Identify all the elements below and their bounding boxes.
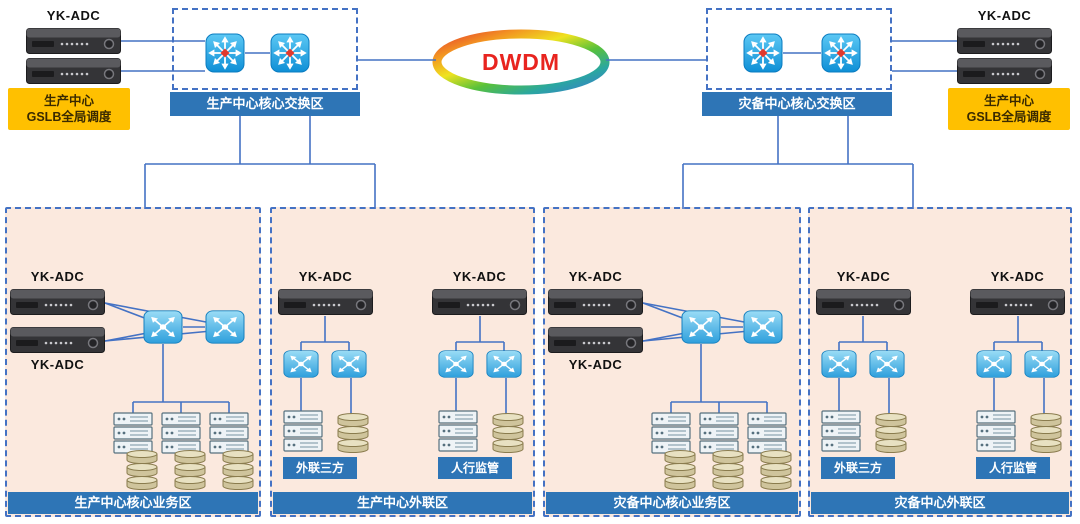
adc-server-icon	[547, 288, 644, 316]
adc-label-top-right: YK-ADC	[977, 8, 1032, 23]
core-switch-icon	[205, 33, 245, 73]
adc-label-top-left: YK-ADC	[46, 8, 101, 23]
server-rack-icon	[747, 412, 787, 454]
core-switch-box-left	[172, 8, 358, 90]
server-rack-icon	[438, 410, 478, 452]
gslb-right-line2: GSLB全局调度	[966, 110, 1052, 124]
switch-icon	[1024, 350, 1060, 378]
zone-dr-external: YK-ADC YK-ADC 外联三方 人行监管 灾备中心外联区	[808, 207, 1072, 517]
switch-icon	[205, 310, 245, 344]
database-stack-icon	[875, 413, 907, 454]
adc-server-icon	[969, 288, 1066, 316]
database-stack-icon	[492, 413, 524, 454]
switch-icon	[681, 310, 721, 344]
dwdm-ring-icon	[432, 29, 610, 95]
adc-server-icon	[431, 288, 528, 316]
adc-label: YK-ADC	[836, 269, 891, 284]
zone-dr-core-business: YK-ADC YK-ADC 灾备中心核心业务区	[543, 207, 801, 517]
switch-icon	[869, 350, 905, 378]
server-rack-icon	[651, 412, 691, 454]
switch-icon	[821, 350, 857, 378]
gslb-right-line1: 生产中心	[983, 94, 1034, 108]
server-rack-icon	[821, 410, 861, 452]
tag-external-third-party: 外联三方	[821, 457, 895, 479]
adc-server-icon	[9, 326, 106, 354]
server-rack-icon	[113, 412, 153, 454]
gslb-left-line2: GSLB全局调度	[26, 110, 112, 124]
zone-bg-dr-core-business	[543, 207, 801, 517]
dwdm-label: DWDM	[481, 49, 561, 75]
switch-icon	[143, 310, 183, 344]
switch-icon	[331, 350, 367, 378]
adc-server-icon	[9, 288, 106, 316]
core-switch-box-right	[706, 8, 892, 90]
server-rack-icon	[161, 412, 201, 454]
core-switch-icon	[743, 33, 783, 73]
database-stack-icon	[337, 413, 369, 454]
switch-icon	[976, 350, 1012, 378]
database-stack-icon	[712, 450, 744, 491]
switch-icon	[486, 350, 522, 378]
database-stack-icon	[174, 450, 206, 491]
switch-icon	[438, 350, 474, 378]
adc-server-icon	[547, 326, 644, 354]
server-rack-icon	[209, 412, 249, 454]
gslb-box-right: 生产中心 GSLB全局调度	[948, 88, 1070, 130]
adc-label: YK-ADC	[990, 269, 1045, 284]
database-stack-icon	[664, 450, 696, 491]
adc-label: YK-ADC	[452, 269, 507, 284]
tag-external-third-party: 外联三方	[283, 457, 357, 479]
database-stack-icon	[126, 450, 158, 491]
zone-title-dr-external: 灾备中心外联区	[811, 492, 1069, 514]
switch-icon	[283, 350, 319, 378]
adc-label: YK-ADC	[568, 269, 623, 284]
zone-prod-core-business: YK-ADC YK-ADC 生产中心核心业务区	[5, 207, 261, 517]
bar-dr-core-switch-area: 灾备中心核心交换区	[702, 92, 892, 116]
adc-label: YK-ADC	[30, 357, 85, 372]
adc-label: YK-ADC	[298, 269, 353, 284]
adc-server-icon	[956, 57, 1053, 85]
tag-pboc-supervision: 人行监管	[438, 457, 512, 479]
adc-server-icon	[815, 288, 912, 316]
server-rack-icon	[699, 412, 739, 454]
adc-server-icon	[25, 57, 122, 85]
adc-server-icon	[277, 288, 374, 316]
adc-server-icon	[25, 27, 122, 55]
server-rack-icon	[283, 410, 323, 452]
database-stack-icon	[222, 450, 254, 491]
adc-label: YK-ADC	[30, 269, 85, 284]
adc-label: YK-ADC	[568, 357, 623, 372]
zone-title-dr-core-business: 灾备中心核心业务区	[546, 492, 798, 514]
zone-title-prod-core-business: 生产中心核心业务区	[8, 492, 258, 514]
database-stack-icon	[760, 450, 792, 491]
zone-prod-external: YK-ADC YK-ADC 外联三方 人行监管 生产中心外联区	[270, 207, 535, 517]
bar-prod-core-switch-area: 生产中心核心交换区	[170, 92, 360, 116]
adc-server-icon	[956, 27, 1053, 55]
database-stack-icon	[1030, 413, 1062, 454]
core-switch-icon	[270, 33, 310, 73]
zone-title-prod-external: 生产中心外联区	[273, 492, 532, 514]
switch-icon	[743, 310, 783, 344]
core-switch-icon	[821, 33, 861, 73]
tag-pboc-supervision: 人行监管	[976, 457, 1050, 479]
gslb-left-line1: 生产中心	[43, 94, 94, 108]
server-rack-icon	[976, 410, 1016, 452]
gslb-box-left: 生产中心 GSLB全局调度	[8, 88, 130, 130]
